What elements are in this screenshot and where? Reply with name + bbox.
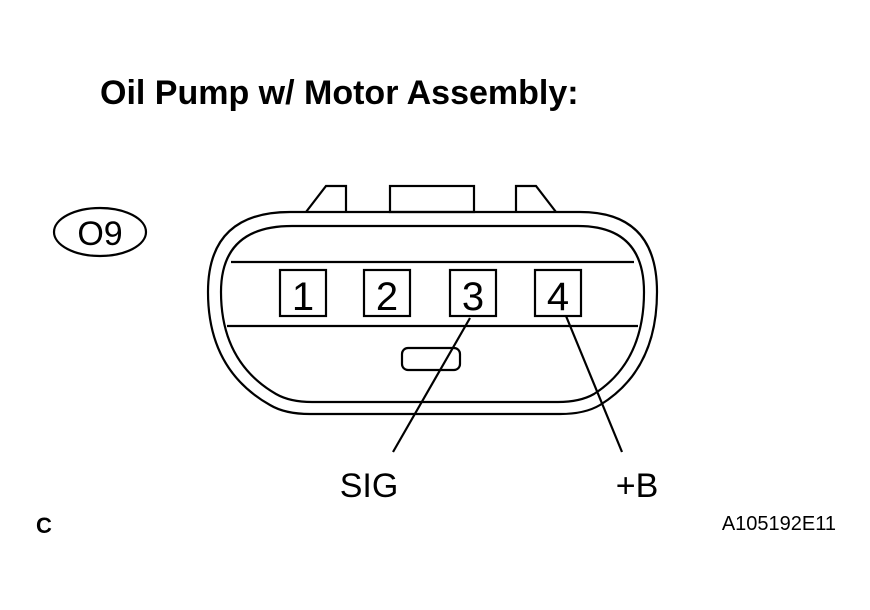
plus-b-leader-line <box>564 315 624 453</box>
pin-2: 2 <box>362 268 412 319</box>
connector-code-badge: O9 <box>52 206 148 258</box>
pin-4: 4 <box>533 268 583 319</box>
connector-code-ellipse <box>52 206 148 258</box>
pin-1-number: 1 <box>292 275 314 319</box>
pin-2-number: 2 <box>376 275 398 319</box>
center-lock-tab <box>388 184 476 214</box>
pin-4-box <box>533 268 583 318</box>
pin-3: 3 <box>448 268 498 319</box>
corner-letter: C <box>36 513 52 538</box>
sig-label: SIG <box>340 467 399 505</box>
right-tab <box>514 184 557 213</box>
connector-housing <box>206 184 659 416</box>
pin-3-number: 3 <box>462 275 484 319</box>
figure-id: A105192E11 <box>722 513 836 535</box>
housing-inner <box>219 224 646 404</box>
pin-1: 1 <box>278 268 328 319</box>
key-slot <box>400 346 462 372</box>
connector-code-label: O9 <box>77 215 122 253</box>
pin-4-number: 4 <box>547 275 569 319</box>
sig-leader-line <box>392 317 471 453</box>
pin-2-box <box>362 268 412 318</box>
pin-1-box <box>278 268 328 318</box>
housing-outer <box>206 210 659 416</box>
left-tab <box>305 184 348 213</box>
plus-b-label: +B <box>616 467 659 505</box>
diagram-title: Oil Pump w/ Motor Assembly: <box>100 74 579 112</box>
pin-3-box <box>448 268 498 318</box>
